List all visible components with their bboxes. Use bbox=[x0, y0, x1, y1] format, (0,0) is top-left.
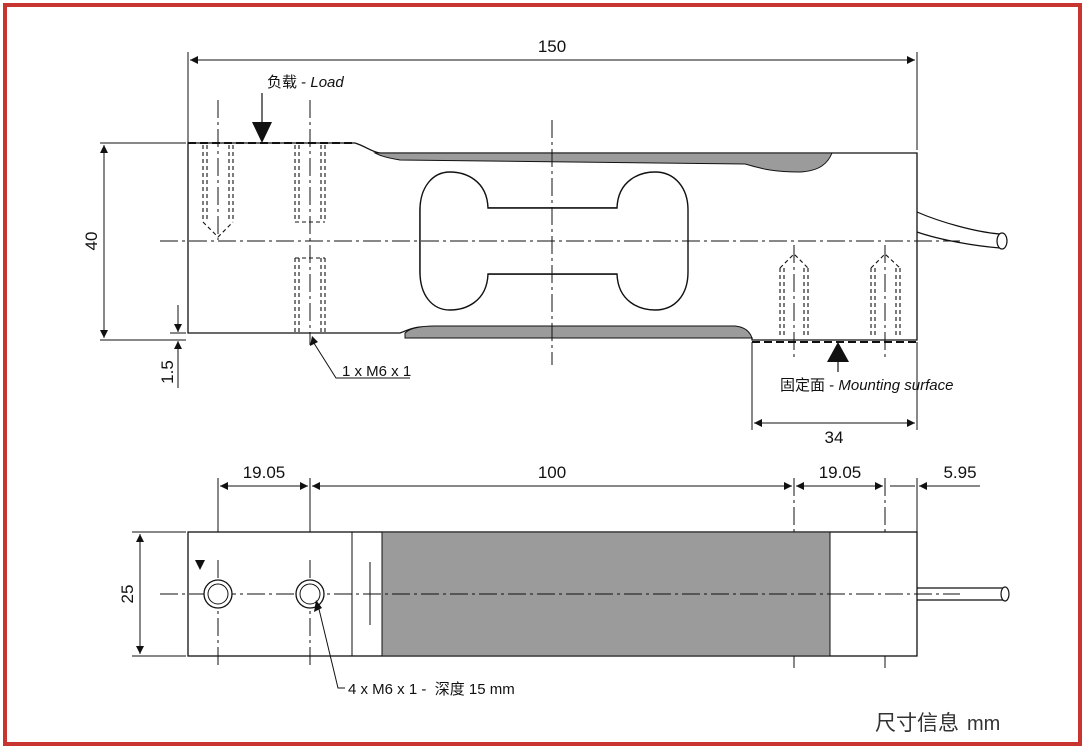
side-view bbox=[100, 52, 1008, 430]
dim-length: 150 bbox=[538, 37, 566, 56]
thread-label-side: 1 x M6 x 1 bbox=[342, 363, 411, 380]
dim-offset: 1.5 bbox=[158, 360, 177, 384]
dim-height: 40 bbox=[82, 232, 101, 251]
top-view bbox=[132, 478, 1010, 689]
mounting-label: 固定面 - Mounting surface bbox=[780, 377, 953, 394]
dim-middle: 100 bbox=[538, 463, 566, 482]
load-label: 负载 - Load bbox=[267, 74, 344, 91]
thread-label-top: 4 x M6 x 1 - 深度 15 mm bbox=[348, 681, 515, 698]
dim-left: 19.05 bbox=[243, 463, 286, 482]
dim-width: 25 bbox=[118, 585, 137, 604]
dim-mount: 34 bbox=[825, 428, 844, 447]
dim-right: 19.05 bbox=[819, 463, 862, 482]
dim-end: 5.95 bbox=[943, 463, 976, 482]
